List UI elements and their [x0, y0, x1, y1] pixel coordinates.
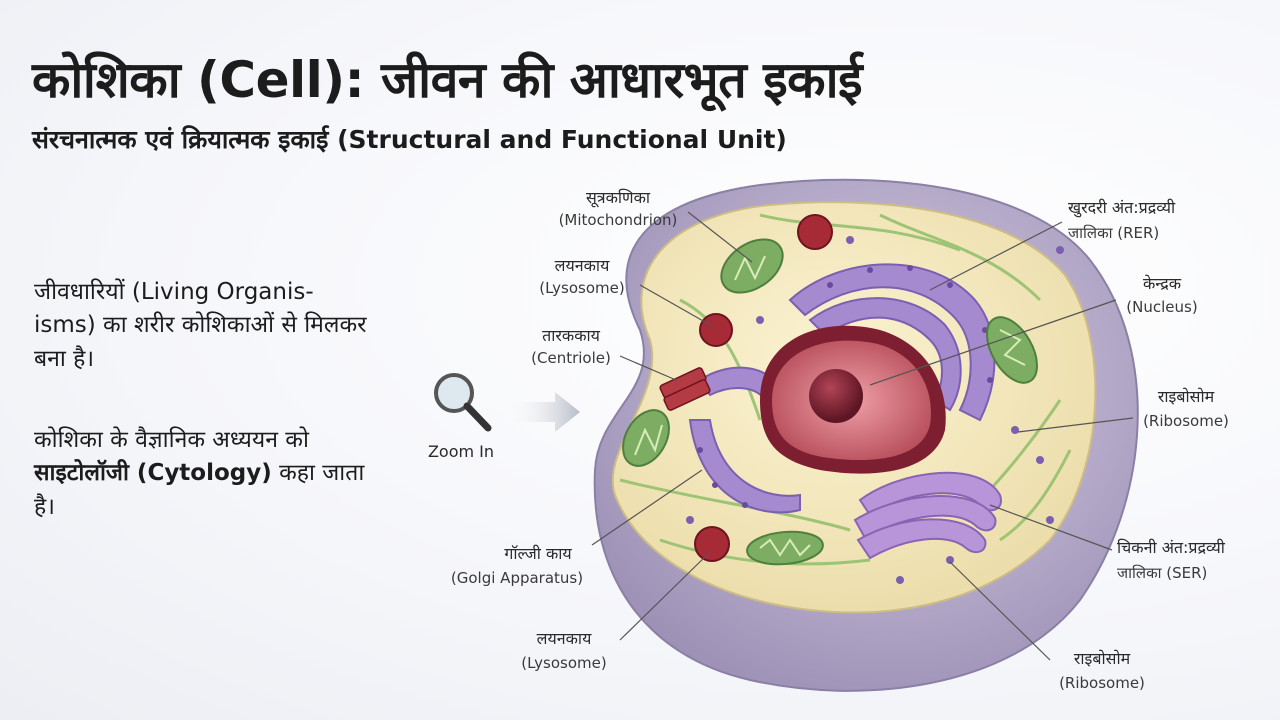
zoom-arrow — [505, 392, 580, 432]
label-ribosome-bottom-en: (Ribosome) — [1059, 674, 1145, 692]
golgi-apparatus — [853, 471, 1002, 560]
label-golgi-en: (Golgi Apparatus) — [451, 569, 583, 587]
centriole — [659, 367, 711, 411]
cytology-text-post: कहा जाता है। — [34, 460, 365, 520]
page-title: कोशिका (Cell): जीवन की आधारभूत इकाई — [32, 51, 863, 109]
mitochondria-cristae — [634, 255, 1026, 557]
label-ser-hi: चिकनी अंत:प्रद्रव्यी — [1117, 538, 1226, 557]
zoom-in-label: Zoom In — [428, 442, 494, 461]
label-centriole-hi: तारककाय — [542, 326, 601, 345]
magnifier-icon — [434, 373, 492, 432]
label-ser-en: जालिका (SER) — [1117, 564, 1207, 582]
nucleolus — [809, 369, 863, 423]
label-lysosome-top-hi: लयनकाय — [555, 256, 610, 275]
leader-lines — [591, 211, 1134, 661]
cytology-term: साइटोलॉजी (Cytology) — [34, 460, 272, 487]
label-ribosome-right-en: (Ribosome) — [1143, 412, 1229, 430]
rough-er — [688, 263, 996, 514]
label-lysosome-bottom-en: (Lysosome) — [521, 654, 606, 672]
label-nucleus-hi: केन्द्रक — [1143, 274, 1182, 293]
cytoskeleton — [619, 213, 1072, 566]
label-golgi-hi: गॉल्जी काय — [504, 544, 572, 563]
label-mitochondrion-hi: सूत्रकणिका — [586, 188, 651, 208]
label-mitochondrion-en: (Mitochondrion) — [559, 211, 678, 229]
label-centriole-en: (Centriole) — [531, 349, 611, 367]
label-rer-en: जालिका (RER) — [1068, 224, 1159, 242]
label-lysosome-top-en: (Lysosome) — [539, 279, 624, 297]
mitochondria — [622, 238, 1038, 566]
label-ribosome-right-hi: राइबोसोम — [1158, 387, 1215, 406]
label-lysosome-bottom-hi: लयनकाय — [537, 629, 592, 648]
free-ribosomes — [686, 236, 1064, 584]
cytology-paragraph: कोशिका के वैज्ञानिक अध्ययन को साइटोलॉजी … — [34, 424, 374, 524]
cytology-text-pre: कोशिका के वैज्ञानिक अध्ययन को — [34, 427, 309, 453]
intro-paragraph: जीवधारियों (Living Organis- isms) का शरी… — [34, 279, 367, 372]
label-ribosome-bottom-hi: राइबोसोम — [1074, 649, 1131, 668]
lysosomes — [694, 214, 833, 562]
label-rer-hi: खुरदरी अंत:प्रद्रव्यी — [1068, 198, 1176, 218]
page-subtitle: संरचनात्मक एवं क्रियात्मक इकाई (Structur… — [32, 125, 787, 154]
rer-ribosome-dots — [697, 265, 993, 508]
label-nucleus-en: (Nucleus) — [1126, 298, 1197, 316]
